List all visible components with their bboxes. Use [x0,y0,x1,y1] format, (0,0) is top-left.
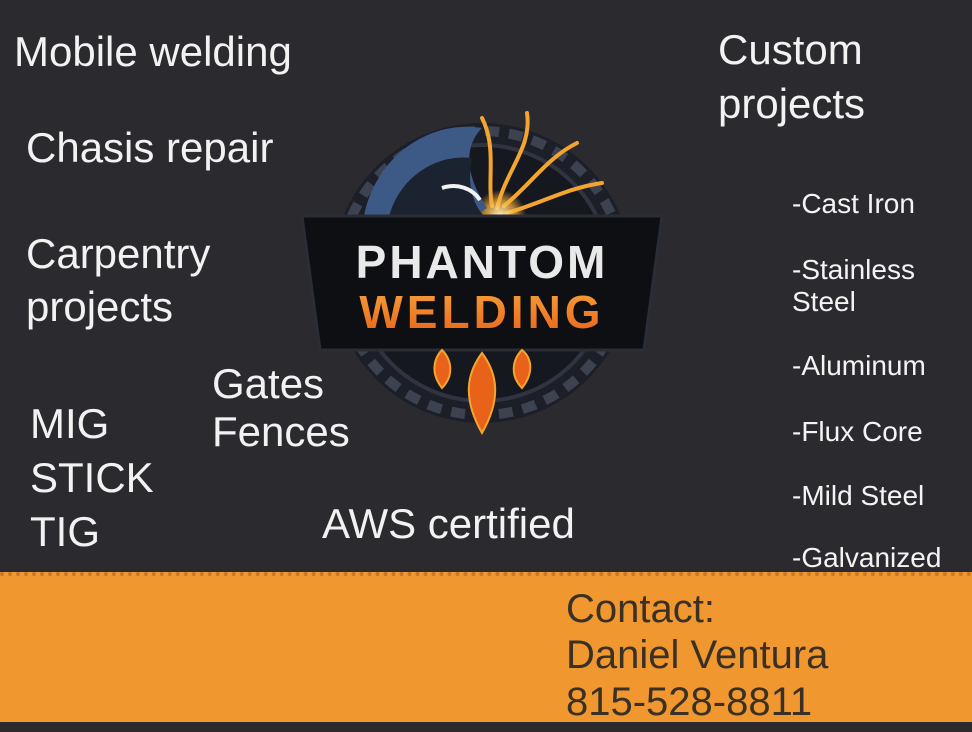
bottom-strip [0,722,972,732]
logo-banner [300,214,664,352]
material-stainless-line2: Steel [792,286,856,317]
contact-phone: 815-528-8811 [566,679,813,724]
service-custom-line1: Custom [718,26,863,73]
service-custom-line2: projects [718,80,866,127]
material-cast-iron: -Cast Iron [792,188,915,219]
contact-label: Contact: [566,587,715,631]
service-carpentry-line1: Carpentry [26,230,211,277]
contact-block: Contact: Daniel Ventura 815-528-8811 [566,586,828,725]
service-gates: Gates [212,360,325,407]
service-fences: Fences [212,408,350,455]
material-flux-core: -Flux Core [792,416,923,447]
service-carpentry-line2: projects [26,283,174,330]
material-galvanized: -Galvanized [792,542,942,573]
process-stick: STICK [30,454,154,501]
contact-name: Daniel Ventura [566,633,829,678]
material-aluminum: -Aluminum [792,350,926,381]
material-stainless-line1: -Stainless [792,254,915,285]
phantom-welding-logo: PHANTOM WELDING [292,88,672,448]
service-chasis-repair: Chasis repair [26,124,274,171]
logo-line2: WELDING [359,286,604,338]
flames-icon [433,348,532,436]
process-mig: MIG [30,400,110,447]
process-tig: TIG [30,508,100,555]
aws-certified: AWS certified [322,500,575,547]
contact-footer: Contact: Daniel Ventura 815-528-8811 [0,572,972,725]
material-mild-steel: -Mild Steel [792,480,925,511]
logo-line1: PHANTOM [356,236,609,288]
service-mobile-welding: Mobile welding [14,28,292,75]
